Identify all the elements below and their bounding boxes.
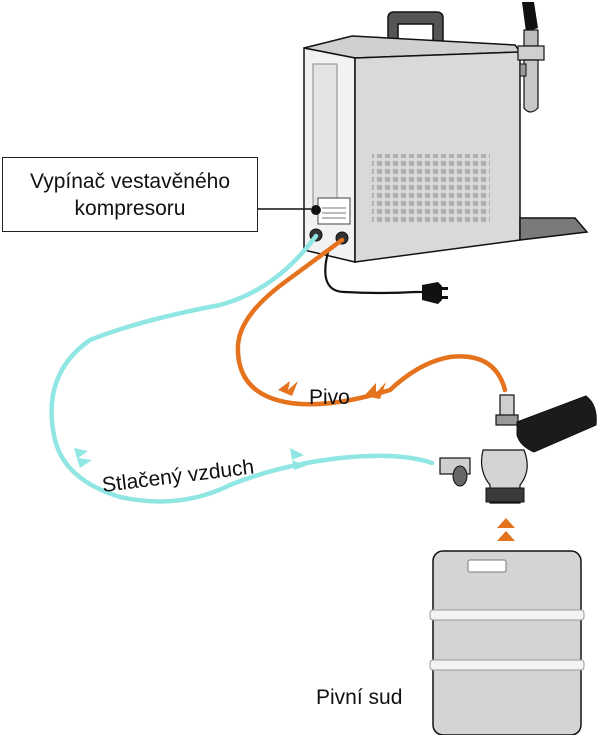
- beer-hose: [235, 237, 508, 407]
- keg-label: Pivní sud: [316, 686, 402, 709]
- beer-label: Pivo: [309, 386, 350, 409]
- beer-keg: [429, 550, 585, 735]
- compressor-switch-callout: Vypínač vestavěného kompresoru: [2, 157, 258, 232]
- drip-tray: [519, 217, 589, 241]
- keg-upflow-arrow-icon: [497, 518, 515, 541]
- callout-line-1: Vypínač vestavěného: [29, 169, 231, 193]
- keg-handle-slot: [467, 559, 507, 573]
- power-cable: [324, 251, 425, 295]
- power-plug-icon: [422, 282, 448, 304]
- beer-faucet: [517, 2, 545, 113]
- rating-plate: [317, 197, 351, 225]
- callout-line-2: kompresoru: [74, 196, 186, 220]
- beer-cooler-unit: [303, 2, 589, 304]
- ventilation-grille: [372, 154, 490, 222]
- keg-coupler: [439, 394, 597, 504]
- air-hose: [49, 233, 435, 504]
- beer-flow-arrow-icon: [278, 381, 386, 399]
- compressor-switch: [311, 205, 321, 215]
- air-label: Stlačený vzduch: [101, 455, 256, 496]
- air-flow-arrow-icon: [74, 448, 306, 470]
